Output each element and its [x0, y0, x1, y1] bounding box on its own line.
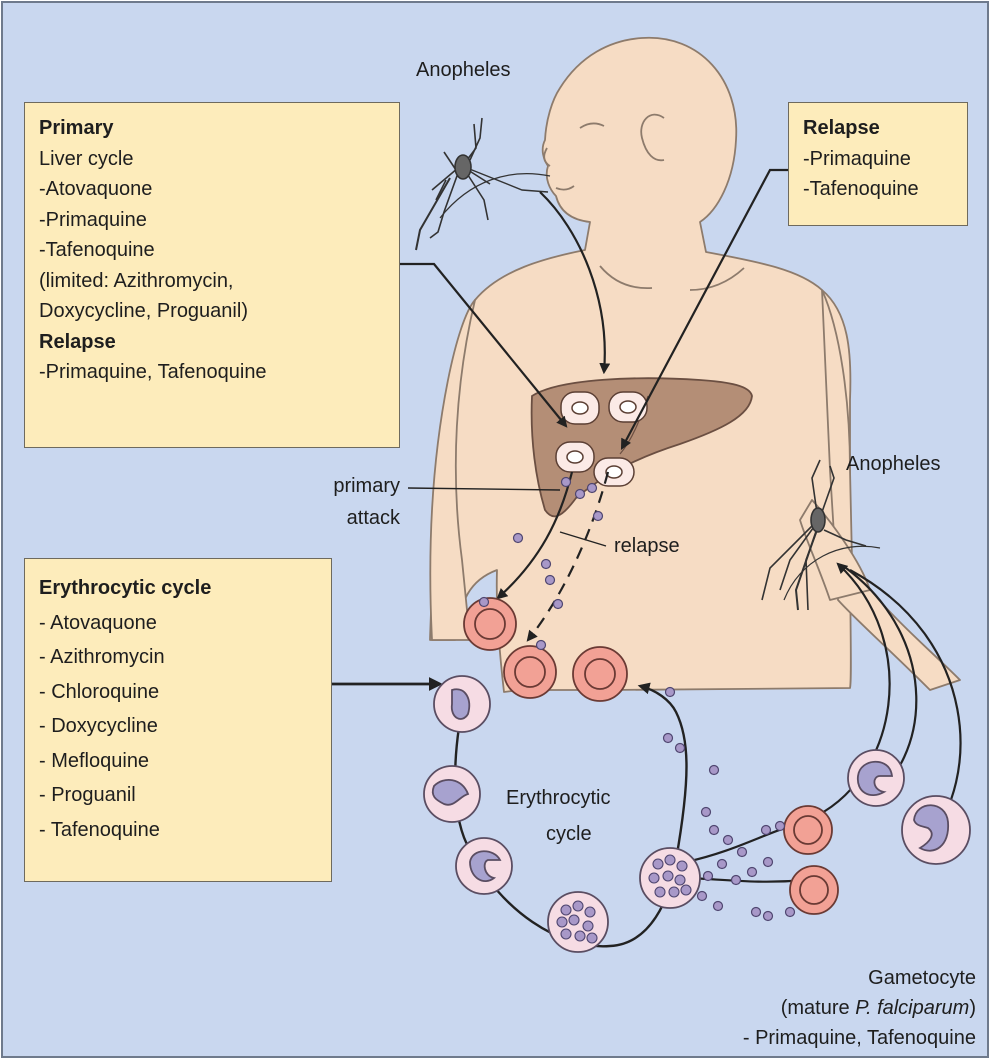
relapse-line: -Primaquine [803, 144, 953, 175]
primary-line: -Primaquine [39, 205, 385, 236]
erythrocytic-title: Erythrocytic cycle [39, 571, 317, 606]
erythrocytic-treatment-box: Erythrocytic cycle - Atovaquone - Azithr… [24, 558, 332, 882]
primary-relapse-line: -Primaquine, Tafenoquine [39, 357, 385, 388]
primary-line: Liver cycle [39, 144, 385, 175]
gametocyte-label-line1: Gametocyte [660, 966, 976, 990]
gametocyte-post: ) [969, 997, 976, 1019]
cycle-label-line2: cycle [546, 822, 592, 846]
erythrocytic-line: - Azithromycin [39, 640, 317, 675]
primary-line: Doxycycline, Proguanil) [39, 296, 385, 327]
relapse-title: Relapse [803, 113, 953, 144]
anopheles-top-label: Anopheles [416, 58, 511, 82]
primary-attack-label-line2: attack [300, 506, 400, 530]
primary-line: -Tafenoquine [39, 235, 385, 266]
relapse-label: relapse [614, 534, 680, 558]
erythrocytic-line: - Doxycycline [39, 709, 317, 744]
gametocyte-species: P. falciparum [855, 997, 969, 1019]
cycle-label-line1: Erythrocytic [506, 786, 610, 810]
primary-treatment-box: Primary Liver cycle -Atovaquone -Primaqu… [24, 102, 400, 448]
erythrocytic-line: - Tafenoquine [39, 813, 317, 848]
anopheles-right-label: Anopheles [846, 452, 941, 476]
gametocyte-pre: (mature [781, 997, 855, 1019]
relapse-treatment-box: Relapse -Primaquine -Tafenoquine [788, 102, 968, 226]
erythrocytic-line: - Mefloquine [39, 744, 317, 779]
relapse-line: -Tafenoquine [803, 174, 953, 205]
primary-line: (limited: Azithromycin, [39, 266, 385, 297]
gametocyte-label-line3: - Primaquine, Tafenoquine [660, 1026, 976, 1050]
gametocyte-label-line2: (mature P. falciparum) [660, 996, 976, 1020]
primary-attack-label-line1: primary [300, 474, 400, 498]
primary-relapse-title: Relapse [39, 327, 385, 358]
erythrocytic-line: - Atovaquone [39, 606, 317, 641]
erythrocytic-line: - Chloroquine [39, 675, 317, 710]
primary-title: Primary [39, 113, 385, 144]
primary-line: -Atovaquone [39, 174, 385, 205]
erythrocytic-line: - Proguanil [39, 778, 317, 813]
